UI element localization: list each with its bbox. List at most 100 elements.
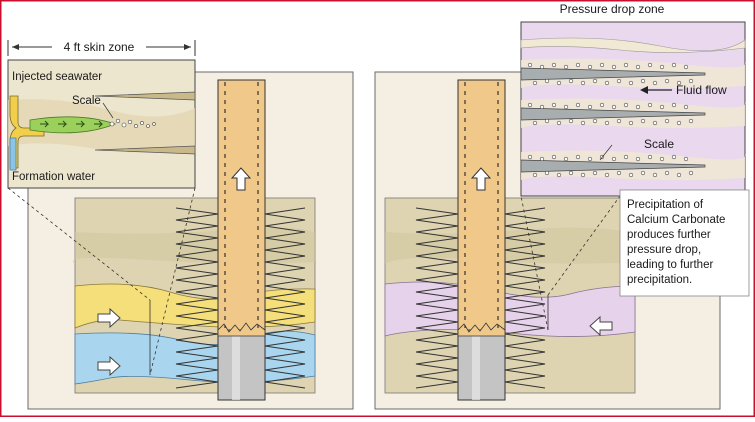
scale-particle — [604, 172, 610, 178]
scale-particle — [592, 170, 598, 176]
right-casing-upper — [457, 79, 506, 331]
scale-particle — [611, 104, 617, 110]
scale-particle — [575, 102, 581, 108]
white-arrow-icon — [97, 355, 121, 377]
scale-particle — [664, 170, 670, 176]
pore-channel — [520, 159, 706, 173]
scale-particle — [556, 120, 562, 126]
scale-particle — [575, 62, 581, 68]
scale-leader-line — [102, 102, 114, 119]
scale-particle — [563, 156, 569, 162]
up-arrow-icon — [470, 167, 492, 191]
scale-particle — [676, 172, 682, 178]
left-casing-break — [217, 322, 266, 337]
scale-particle — [599, 102, 605, 108]
scale-particle — [652, 80, 658, 86]
scale-particle — [539, 156, 545, 162]
scale-particle — [635, 104, 641, 110]
scale-particle — [551, 154, 557, 160]
scale-particle — [527, 62, 533, 68]
scale-particle — [671, 102, 677, 108]
flow-direction-arrows — [40, 120, 104, 128]
scale-particle — [623, 62, 629, 68]
scale-particle — [664, 118, 670, 124]
dimension-arrowhead — [184, 44, 191, 50]
skin-zone-dimension: 4 ft skin zone — [7, 40, 196, 56]
scale-particle — [599, 62, 605, 68]
scale-particle — [688, 118, 694, 124]
left-casing-upper — [217, 79, 266, 331]
scale-particle — [628, 120, 634, 126]
left-casing-lower — [217, 329, 266, 401]
scale-particle — [556, 80, 562, 86]
scale-particle — [659, 156, 665, 162]
scale-particle — [647, 102, 653, 108]
pore-channel — [520, 107, 706, 121]
scale-particle — [568, 118, 574, 124]
scale-particle — [587, 104, 593, 110]
scale-particle — [628, 80, 634, 86]
scale-particle — [683, 104, 689, 110]
scale-particle — [539, 104, 545, 110]
scale-particle — [640, 118, 646, 124]
left-well-casing — [217, 79, 266, 401]
scale-particle — [532, 120, 538, 126]
scale-particle — [568, 170, 574, 176]
scale-particle — [544, 170, 550, 176]
precipitation-text: Precipitation of Calcium Carbonate produ… — [627, 199, 729, 286]
injected-seawater-label: Injected seawater — [12, 71, 102, 83]
zoom-guide-line — [7, 187, 151, 301]
right-casing-break — [457, 322, 506, 337]
scale-particle — [652, 120, 658, 126]
scale-particle — [647, 154, 653, 160]
scale-particle — [688, 78, 694, 84]
scale-particle — [611, 64, 617, 70]
scale-particle — [664, 78, 670, 84]
zoom-guide-line — [547, 195, 621, 296]
scale-particle — [635, 64, 641, 70]
scale-particle — [623, 102, 629, 108]
fluid-flow-label: Fluid flow — [676, 83, 727, 97]
pore-channel — [520, 67, 706, 81]
scale-label-left: Scale — [72, 95, 101, 107]
left-pore-channel — [94, 91, 196, 101]
scale-particle — [647, 62, 653, 68]
scale-particle — [683, 64, 689, 70]
left-pore-channel — [94, 145, 196, 155]
scale-particle — [551, 102, 557, 108]
precipitation-line: produces further — [627, 229, 711, 241]
scale-particle — [527, 154, 533, 160]
precipitation-callout: Precipitation of Calcium Carbonate produ… — [619, 189, 750, 297]
right-inset-rock — [520, 37, 746, 53]
up-arrow-icon — [230, 167, 252, 191]
scale-particle — [652, 172, 658, 178]
right-casing-highlight — [472, 330, 480, 400]
precipitation-line: pressure drop, — [627, 244, 701, 256]
right-well-casing — [457, 79, 506, 401]
seawater-inflow-shape — [9, 95, 45, 169]
scale-particle — [676, 80, 682, 86]
scale-particle — [659, 64, 665, 70]
precipitation-line: Precipitation of — [627, 199, 704, 211]
scale-particle — [604, 120, 610, 126]
precipitation-line: leading to further — [627, 259, 713, 271]
scale-particles-icon — [109, 118, 156, 128]
scale-particle — [616, 118, 622, 124]
fluid-flow-arrow-icon — [640, 86, 672, 94]
right-zoom-inset: Fluid flow Scale — [520, 21, 746, 331]
scale-particle — [592, 118, 598, 124]
scale-particle — [544, 118, 550, 124]
skin-zone-label: 4 ft skin zone — [64, 40, 135, 54]
scale-particle — [676, 120, 682, 126]
scale-particle — [671, 154, 677, 160]
scale-particle — [539, 64, 545, 70]
scale-particle — [659, 104, 665, 110]
scale-particle — [580, 172, 586, 178]
scale-particle — [688, 170, 694, 176]
left-zoom-inset: Injected seawater Scale Formation water — [7, 59, 196, 376]
zoom-guide-line — [520, 195, 549, 331]
scale-leader-line — [599, 144, 613, 161]
